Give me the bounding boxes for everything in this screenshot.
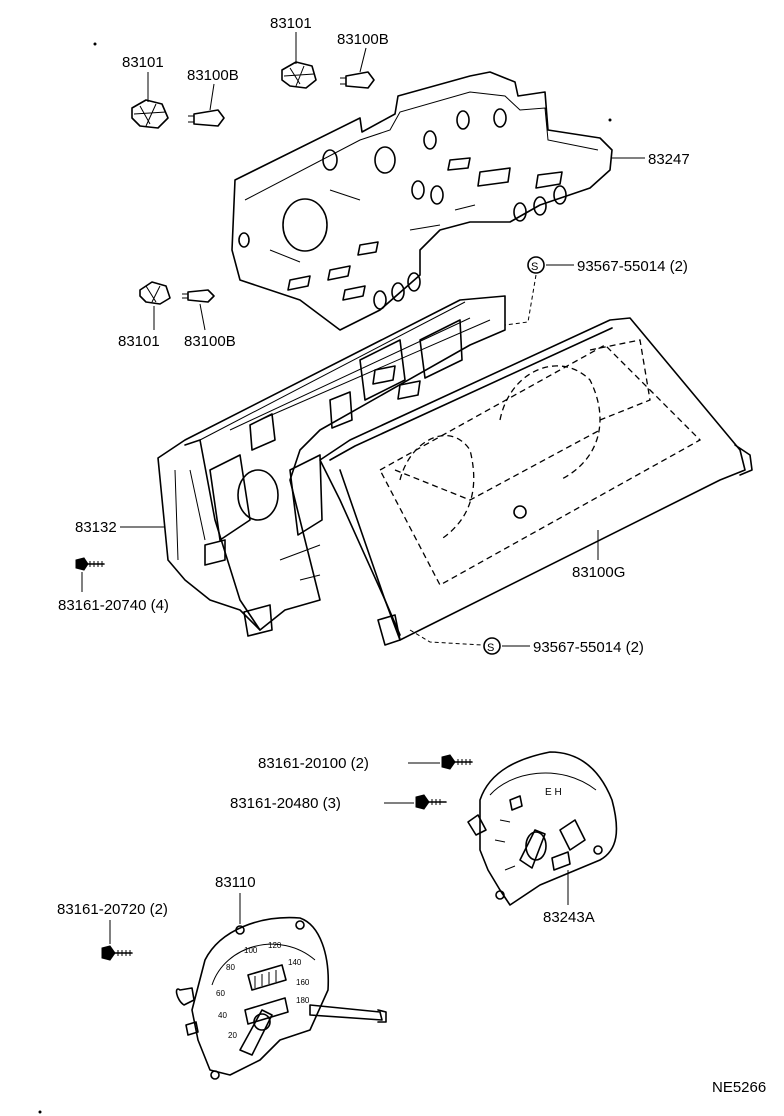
label-printed-circuit-plate: 83247: [648, 151, 690, 168]
clip-symbol-icon: S: [483, 637, 501, 655]
label-bulb-mid: 83100B: [184, 333, 236, 350]
scale-180: 180: [296, 996, 310, 1005]
scale-160: 160: [296, 978, 310, 987]
label-screw-20740: 83161-20740 (4): [58, 597, 169, 614]
fuel-gauge-needle: [519, 829, 546, 869]
label-fuel-temp-gauge: 83243A: [543, 909, 595, 926]
gauge-mark-fe: E H: [545, 787, 562, 798]
scale-40: 40: [218, 1011, 227, 1020]
label-bulb-left: 83100B: [187, 67, 239, 84]
scale-80: 80: [226, 963, 235, 972]
bulb-socket-icon: [139, 281, 171, 305]
tapping-screw-icon: [441, 754, 473, 770]
bulb-socket-icon: [131, 99, 169, 129]
wedge-bulb-icon: [188, 109, 225, 127]
meter-housing: [120, 295, 506, 637]
gauge-hole: [282, 198, 328, 252]
scale-140: 140: [288, 958, 302, 967]
label-clip-upper: 93567-55014 (2): [577, 258, 688, 275]
label-socket-left: 83101: [122, 54, 164, 71]
odometer-window: [247, 964, 287, 991]
housing-gauge-opening: [237, 469, 279, 521]
label-meter-glass: 83100G: [572, 564, 625, 581]
scale-100: 100: [244, 946, 258, 955]
scale-20: 20: [228, 1031, 237, 1040]
clip-symbol-icon: S: [527, 256, 545, 274]
scale-120: 120: [268, 941, 282, 950]
label-speedometer: 83110: [215, 874, 256, 891]
wedge-bulb-icon: [182, 289, 215, 303]
label-clip-lower: 93567-55014 (2): [533, 639, 644, 656]
temp-gauge-needle: [559, 819, 586, 851]
clip-symbol-lower: S: [487, 642, 494, 654]
label-socket-top: 83101: [270, 15, 312, 32]
label-screw-20480: 83161-20480 (3): [230, 795, 341, 812]
label-socket-mid: 83101: [118, 333, 160, 350]
wedge-bulb-icon: [340, 71, 375, 89]
fuel-temperature-gauge: E H: [467, 751, 618, 906]
label-screw-20720: 83161-20720 (2): [57, 901, 168, 918]
tapping-screw-icon: [75, 557, 105, 571]
speedometer-cable: [309, 1004, 383, 1021]
tapping-screw-icon: [415, 794, 447, 810]
label-screw-20100: 83161-20100 (2): [258, 755, 369, 772]
printed-circuit-plate: [231, 71, 645, 331]
meter-glass: [319, 317, 753, 646]
tapping-screw-icon: [101, 945, 133, 961]
bulb-socket-icon: [281, 61, 317, 89]
clip-symbol-upper: S: [531, 261, 538, 273]
scale-60: 60: [216, 989, 225, 998]
speedometer: 20 40 60 80 100 120 140 160 180: [175, 916, 387, 1080]
figure-code: NE5266: [712, 1079, 766, 1096]
label-meter-housing: 83132: [75, 519, 117, 536]
label-bulb-top: 83100B: [337, 31, 389, 48]
